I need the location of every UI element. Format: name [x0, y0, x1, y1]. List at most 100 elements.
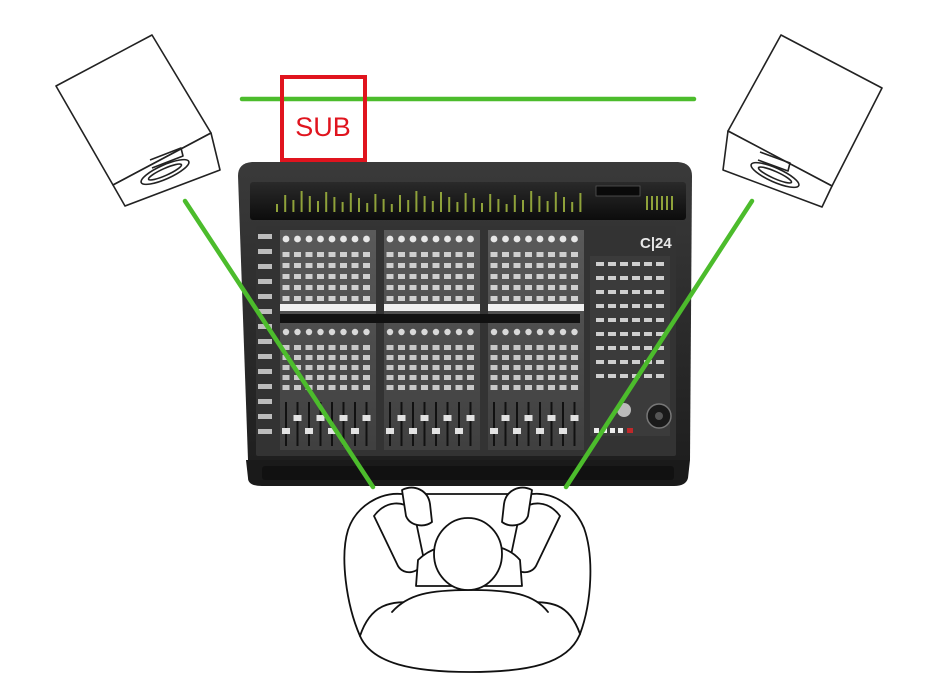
fader-cap [397, 415, 406, 421]
rotary-knob [351, 328, 359, 336]
channel-button [398, 375, 405, 380]
level-meter [522, 200, 524, 212]
channel-button [421, 375, 428, 380]
channel-button [513, 252, 521, 257]
fader-cap [351, 428, 359, 434]
channel-button [386, 252, 394, 257]
control-button [620, 318, 628, 322]
fader-track [342, 402, 345, 446]
channel-button [317, 252, 324, 257]
channel-button [513, 385, 521, 390]
fader-cap [513, 428, 521, 434]
fader-cap [501, 415, 510, 421]
channel-button [444, 345, 451, 350]
level-meter [554, 192, 557, 212]
level-meter [399, 195, 401, 212]
channel-button [536, 375, 544, 380]
control-button [596, 290, 604, 294]
channel-button [432, 252, 440, 257]
channel-button [513, 375, 521, 380]
channel-button [455, 375, 463, 380]
rotary-knob [328, 235, 336, 243]
channel-button [467, 263, 474, 268]
fader-cap [305, 428, 313, 434]
channel-button [502, 263, 509, 268]
fader-cap [536, 428, 544, 434]
channel-button [525, 365, 532, 370]
fader-track [573, 402, 576, 446]
channel-button [421, 274, 428, 279]
control-button [632, 262, 640, 266]
level-meter [563, 197, 565, 212]
channel-button [455, 355, 463, 360]
channel-button [513, 285, 521, 290]
control-surface-console: C|24 [238, 162, 692, 486]
channel-button [502, 345, 509, 350]
level-meter [651, 196, 653, 210]
channel-button [490, 252, 498, 257]
channel-button [467, 252, 474, 257]
rotary-knob [409, 328, 417, 336]
channel-button [363, 375, 370, 380]
channel-button [525, 274, 532, 279]
channel-button [282, 285, 290, 290]
channel-button [571, 385, 578, 390]
level-meter [423, 196, 426, 212]
scribble-strip [384, 304, 480, 311]
channel-button [490, 263, 498, 268]
channel-button [351, 296, 359, 301]
channel-button [386, 274, 394, 279]
channel-button [363, 252, 370, 257]
channel-button [513, 355, 521, 360]
channel-button [317, 285, 324, 290]
control-button [620, 290, 628, 294]
side-button [258, 234, 272, 239]
channel-button [548, 385, 555, 390]
channel-button [282, 365, 290, 370]
control-button [656, 290, 664, 294]
channel-button [340, 252, 347, 257]
rotary-knob [490, 328, 498, 336]
channel-button [305, 274, 313, 279]
channel-button [282, 252, 290, 257]
channel-button [513, 296, 521, 301]
level-meter [390, 204, 393, 212]
channel-button [398, 385, 405, 390]
channel-button [467, 365, 474, 370]
rotary-knob [525, 328, 532, 336]
level-meter [415, 191, 418, 212]
channel-button [305, 345, 313, 350]
control-button [596, 374, 604, 378]
rotary-knob [455, 235, 463, 243]
control-button [644, 262, 652, 266]
rotary-knob [513, 235, 521, 243]
channel-button [467, 274, 474, 279]
fader-track [435, 402, 437, 446]
fader-cap [386, 428, 394, 434]
level-meter [538, 196, 541, 212]
channel-button [432, 345, 440, 350]
channel-button [363, 355, 370, 360]
channel-button [351, 252, 359, 257]
rotary-knob [559, 235, 567, 243]
channel-button [502, 365, 509, 370]
channel-button [398, 345, 405, 350]
level-meter [671, 196, 673, 210]
channel-button [328, 274, 336, 279]
channel-button [525, 285, 532, 290]
channel-button [386, 296, 394, 301]
side-button [258, 309, 272, 314]
channel-button [490, 375, 498, 380]
control-button [608, 374, 616, 378]
rotary-knob [351, 235, 359, 243]
channel-button [559, 263, 567, 268]
channel-button [559, 274, 567, 279]
channel-button [536, 385, 544, 390]
rotary-knob [502, 235, 509, 243]
channel-button [536, 285, 544, 290]
rotary-knob [548, 235, 555, 243]
control-button [632, 332, 640, 336]
fader-cap [443, 415, 452, 421]
level-meter [661, 196, 663, 210]
channel-button [317, 274, 324, 279]
